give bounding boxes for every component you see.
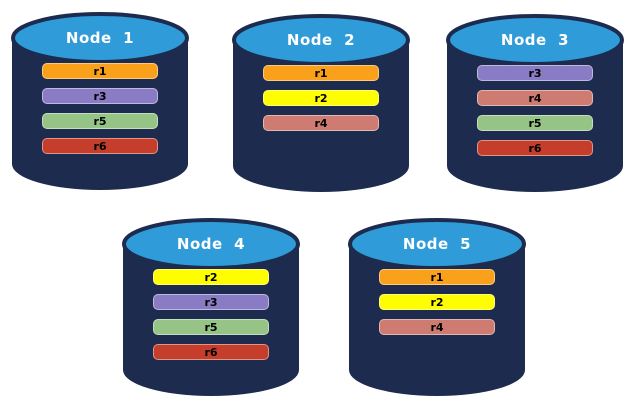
replica-list: r3 r4 r5 r6 <box>477 65 593 165</box>
cylinder-top <box>232 14 410 66</box>
replica-bar-r3: r3 <box>477 65 593 81</box>
replica-bar-r4: r4 <box>477 90 593 106</box>
replica-bar-r2: r2 <box>379 294 495 310</box>
replica-bar-r5: r5 <box>153 319 269 335</box>
cylinder-top <box>122 218 300 270</box>
node-title: Node 2 <box>286 31 356 49</box>
replica-list: r2 r3 r5 r6 <box>153 269 269 369</box>
node-4: Node 4 r2 r3 r5 r6 <box>121 212 301 398</box>
node-title: Node 1 <box>65 29 135 47</box>
replica-list: r1 r2 r4 <box>379 269 495 344</box>
replica-bar-r1: r1 <box>379 269 495 285</box>
cylinder-top <box>11 12 189 64</box>
replica-bar-r2: r2 <box>153 269 269 285</box>
replica-bar-r4: r4 <box>263 115 379 131</box>
node-title: Node 5 <box>402 235 472 253</box>
replica-bar-r5: r5 <box>477 115 593 131</box>
replica-list: r1 r2 r4 <box>263 65 379 140</box>
node-3: Node 3 r3 r4 r5 r6 <box>445 8 625 194</box>
replica-bar-r6: r6 <box>42 138 158 154</box>
replica-bar-r1: r1 <box>263 65 379 81</box>
node-1: Node 1 r1 r3 r5 r6 <box>10 6 190 192</box>
node-2: Node 2 r1 r2 r4 <box>231 8 411 194</box>
replica-bar-r4: r4 <box>379 319 495 335</box>
replica-bar-r3: r3 <box>42 88 158 104</box>
replica-bar-r2: r2 <box>263 90 379 106</box>
node-5: Node 5 r1 r2 r4 <box>347 212 527 398</box>
cylinder-top <box>348 218 526 270</box>
node-title: Node 3 <box>500 31 570 49</box>
replica-bar-r1: r1 <box>42 63 158 79</box>
replica-bar-r6: r6 <box>477 140 593 156</box>
replica-bar-r5: r5 <box>42 113 158 129</box>
replica-bar-r6: r6 <box>153 344 269 360</box>
node-title: Node 4 <box>176 235 246 253</box>
cylinder-top <box>446 14 624 66</box>
replica-list: r1 r3 r5 r6 <box>42 63 158 163</box>
replica-bar-r3: r3 <box>153 294 269 310</box>
